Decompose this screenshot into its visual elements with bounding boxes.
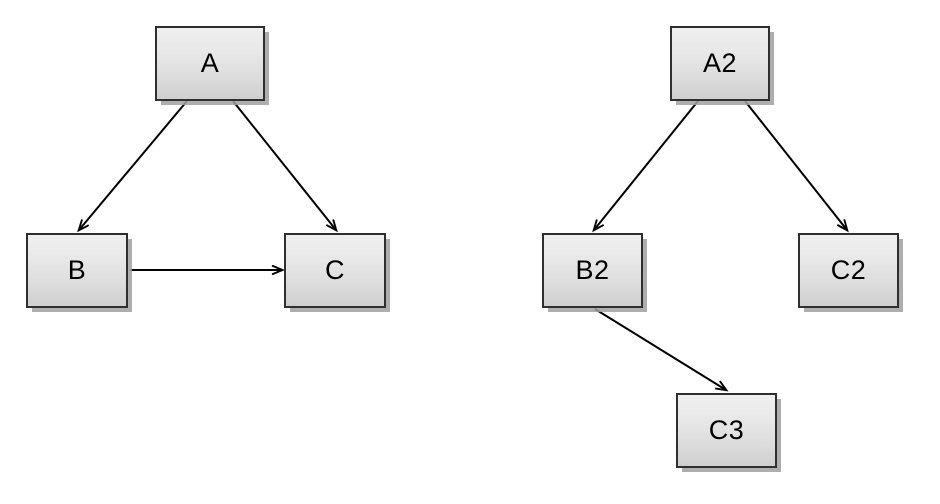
node-label-c2: C2 (830, 255, 867, 285)
node-b2[interactable]: B2 (542, 233, 643, 308)
edges-graph-left (79, 100, 336, 270)
node-a2[interactable]: A2 (670, 26, 770, 101)
edge-a-to-b (79, 100, 188, 230)
edge-a2-to-b2 (594, 100, 699, 230)
node-a[interactable]: A (155, 26, 265, 101)
node-label-a2: A2 (702, 48, 738, 78)
node-c[interactable]: C (284, 233, 386, 308)
node-b[interactable]: B (26, 233, 128, 308)
node-c3[interactable]: C3 (676, 393, 777, 468)
node-label-c3: C3 (708, 415, 745, 445)
node-label-b2: B2 (575, 255, 610, 285)
node-label-b: B (67, 255, 87, 285)
edges-graph-right (594, 100, 847, 390)
edge-a-to-c (232, 100, 336, 230)
node-c2[interactable]: C2 (798, 233, 899, 308)
node-label-a: A (200, 48, 220, 78)
edge-b2-to-c3 (594, 308, 726, 390)
node-label-c: C (325, 255, 345, 285)
edge-a2-to-c2 (744, 100, 847, 230)
